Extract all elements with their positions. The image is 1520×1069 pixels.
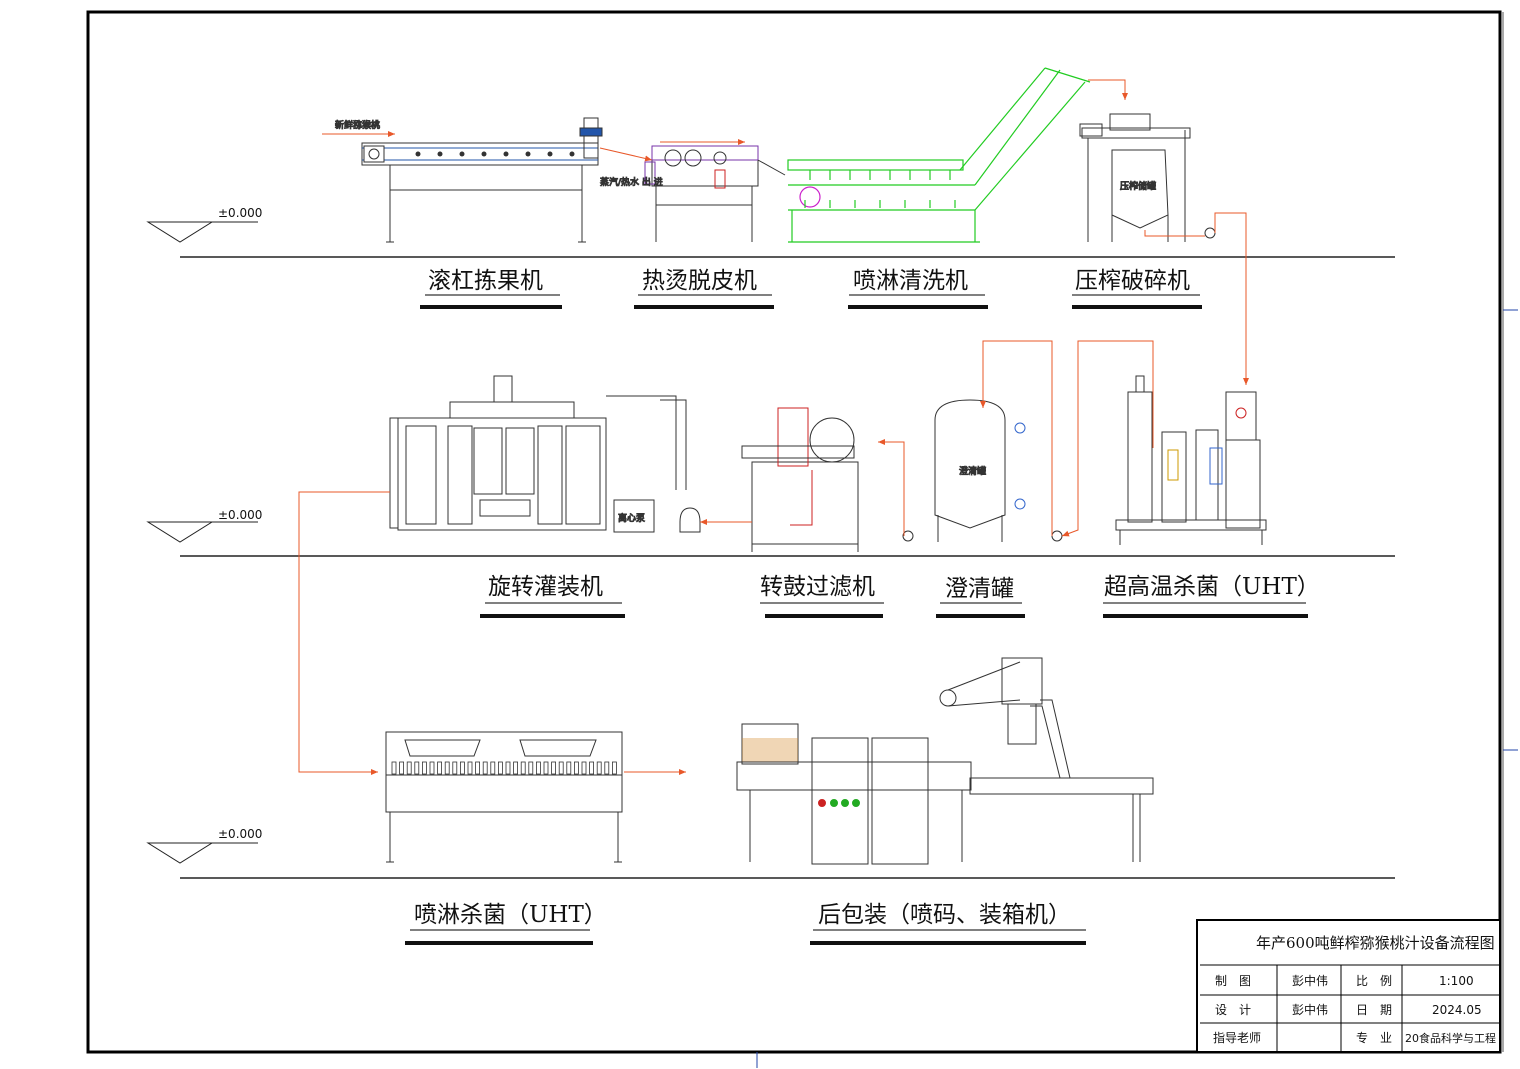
bottle <box>444 761 450 775</box>
drawn-label: 制 图 <box>1215 974 1251 988</box>
roller-row <box>415 151 575 157</box>
underline-bar <box>810 941 1086 945</box>
bottle-row <box>391 761 617 775</box>
bottle <box>558 761 564 775</box>
press-crusher-drawing: 压榨储罐 <box>1079 79 1249 385</box>
title-block: 年产600吨鲜榨猕猴桃汁设备流程图 制 图 彭中伟 比 例 1:100 设 计 … <box>1196 919 1501 1053</box>
elevation-mark: ±0.000 <box>218 508 262 522</box>
bottle <box>391 761 397 775</box>
underline-bar <box>405 941 593 945</box>
flow-lines-row-2 <box>298 340 1154 775</box>
bottle <box>406 761 412 775</box>
post-packaging-drawing <box>736 657 1154 865</box>
date-label: 日 期 <box>1356 1003 1392 1017</box>
underline-bar <box>634 305 774 309</box>
major-label: 专 业 <box>1356 1030 1392 1045</box>
ground-row-2: ±0.000 <box>146 508 1395 557</box>
ground-row-3: ±0.000 <box>146 827 1395 879</box>
bottle <box>589 761 594 775</box>
bottle <box>437 761 443 775</box>
bottle <box>414 761 420 775</box>
date-value: 2024.05 <box>1432 1003 1482 1017</box>
underline-bar <box>1072 305 1202 309</box>
roller <box>415 151 421 157</box>
bottle <box>429 761 435 775</box>
roller <box>525 151 531 157</box>
roller-sorter-drawing: 新鲜猕猴桃 <box>322 117 603 243</box>
label-roller-sorter: 滚杠拣果机 <box>428 268 543 294</box>
bottle <box>513 761 518 775</box>
roller <box>569 151 575 157</box>
roller <box>459 151 465 157</box>
underline-bar <box>936 614 1025 618</box>
bottle <box>536 761 541 775</box>
underline-bar <box>765 614 883 618</box>
label-drum-filter: 转鼓过滤机 <box>760 574 875 600</box>
drum-filter-drawing <box>741 407 859 552</box>
bottle <box>543 761 549 775</box>
design-value: 彭中伟 <box>1292 1002 1328 1017</box>
scale-label: 比 例 <box>1356 974 1392 988</box>
underline-bar <box>848 305 988 309</box>
bottle <box>551 761 556 775</box>
pump-label: 离心泵 <box>618 512 645 524</box>
spray-sterilizer-drawing <box>385 731 623 863</box>
major-value: 20食品科学与工程 <box>1405 1031 1496 1045</box>
elevation-mark: ±0.000 <box>218 206 262 220</box>
bottle <box>520 761 526 775</box>
bottle <box>467 761 473 775</box>
label-clarifier: 澄清罐 <box>945 576 1014 602</box>
peeler-note: 蒸汽/热水 出 进 <box>600 176 663 188</box>
press-tank-label: 压榨储罐 <box>1120 180 1156 192</box>
label-uht: 超高温杀菌（UHT） <box>1104 574 1320 600</box>
uht-drawing <box>1115 375 1267 545</box>
underline-bar <box>420 305 562 309</box>
bottle <box>581 761 587 775</box>
label-peeler: 热烫脱皮机 <box>642 268 757 294</box>
bottle <box>574 761 579 775</box>
bottle <box>596 761 602 775</box>
clarifier-drawing: 澄清罐 <box>902 399 1063 542</box>
bottle <box>475 761 481 775</box>
spray-washer-drawing <box>787 67 1091 243</box>
bottle <box>528 761 534 775</box>
scale-value: 1:100 <box>1439 974 1474 988</box>
design-label: 设 计 <box>1215 1003 1251 1017</box>
bottle <box>421 761 427 775</box>
bottle <box>497 761 503 775</box>
ground-row-1: ±0.000 <box>146 206 1395 258</box>
roller <box>503 151 509 157</box>
roller <box>481 151 487 157</box>
bottle <box>612 761 617 775</box>
bottle <box>452 761 458 775</box>
roller <box>437 151 443 157</box>
roller <box>547 151 553 157</box>
label-spray-sterilizer: 喷淋杀菌（UHT） <box>414 902 607 928</box>
bottle <box>566 761 572 775</box>
underline-bar <box>480 614 625 618</box>
title-block-title: 年产600吨鲜榨猕猴桃汁设备流程图 <box>1256 934 1495 952</box>
rotary-filler-drawing: 离心泵 <box>389 375 701 533</box>
bottle <box>482 761 488 775</box>
underline-bar <box>1103 614 1308 618</box>
peeler-drawing: 蒸汽/热水 出 进 <box>600 139 786 242</box>
bottle <box>604 761 610 775</box>
drawn-value: 彭中伟 <box>1292 973 1328 988</box>
bottle <box>459 761 465 775</box>
label-press-crusher: 压榨破碎机 <box>1075 268 1190 294</box>
outer-frame <box>86 10 1502 1054</box>
bottle <box>399 761 405 775</box>
clarify-tank-label: 澄清罐 <box>959 465 986 477</box>
bottle <box>490 761 496 775</box>
advisor-label: 指导老师 <box>1213 1030 1261 1045</box>
input-label: 新鲜猕猴桃 <box>335 119 380 131</box>
label-spray-washer: 喷淋清洗机 <box>853 268 968 294</box>
bottle <box>505 761 511 775</box>
label-post-packaging: 后包装（喷码、装箱机） <box>818 902 1071 928</box>
elevation-mark: ±0.000 <box>218 827 262 841</box>
label-rotary-filler: 旋转灌装机 <box>488 574 603 600</box>
